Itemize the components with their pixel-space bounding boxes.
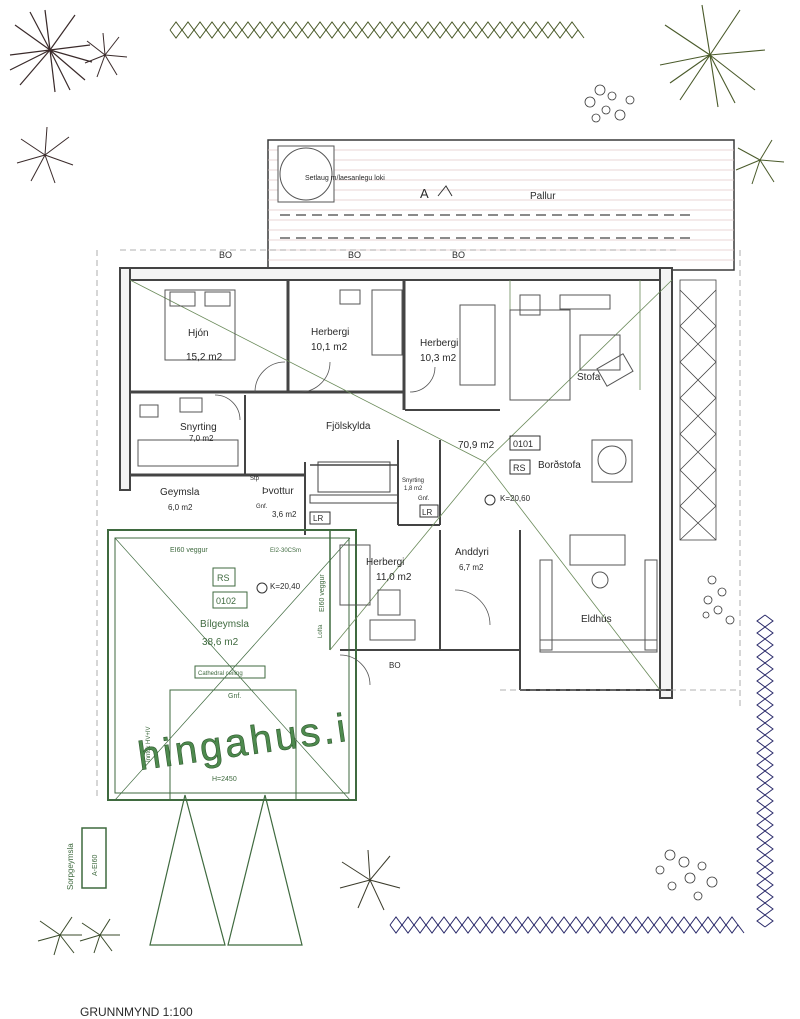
garage-code: 0102 [216, 596, 236, 606]
sorpgeymsla-box [81, 827, 107, 889]
lofta-label: Lofta [318, 624, 324, 638]
drawing-title: GRUNNMYND 1:100 [80, 1005, 193, 1019]
main-code: 0101 [513, 439, 533, 449]
deck-area [267, 139, 735, 271]
watermark-text: hingahus.i [135, 706, 351, 779]
room-thvottur-name: Þvottur [262, 486, 294, 497]
hot-tub-label: Setlaug m/laesanlegu loki [305, 175, 385, 182]
ei60-wall-label: EI60 veggur [170, 547, 208, 554]
inntok-label: Inntök HV+IV [146, 726, 152, 762]
plant-icon [659, 4, 766, 108]
room-snyrting2-name: Snyrting [402, 478, 424, 484]
bo-label-2: BO [348, 250, 361, 260]
room-herbergi1-area: 10,1 m2 [311, 342, 348, 353]
room-herbergi3-area: 11,0 m2 [376, 572, 412, 583]
height-label: H=2450 [212, 776, 237, 783]
furniture [137, 289, 658, 653]
doors [214, 361, 491, 686]
plant-icon [9, 9, 93, 93]
room-stofa-name: Stofa [577, 372, 601, 383]
sorp-code-label: A-EI60 [92, 854, 99, 876]
k-point-icon [256, 582, 268, 594]
deck-label: Pallur [530, 191, 556, 202]
room-herbergi2-name: Herbergi [420, 338, 458, 349]
main-code-box [509, 435, 541, 451]
room-herbergi3-name: Herbergi [366, 557, 404, 568]
gnf-snyrting-label: Gnf. [418, 496, 430, 502]
room-bilgeymsla-name: Bílgeymsla [200, 619, 249, 630]
k-point-icon [484, 494, 496, 506]
hedge-bottom [389, 916, 745, 934]
shrub-icon [584, 84, 735, 901]
room-fjolskylda-name: Fjölskylda [326, 421, 371, 432]
room-geymsla-name: Geymsla [160, 487, 200, 498]
lr-box [309, 511, 331, 525]
lr-label-1: LR [313, 514, 323, 523]
room-hjon-name: Hjón [188, 328, 209, 339]
main-rs-box [509, 459, 531, 475]
plant-icon [37, 916, 120, 956]
plant-icon [735, 139, 785, 185]
room-thvottur-area: 3,6 m2 [272, 510, 297, 519]
room-snyrting-area: 7,0 m2 [189, 434, 214, 443]
room-bilgeymsla-area: 38,6 m2 [202, 637, 239, 648]
room-herbergi2-area: 10,3 m2 [420, 353, 457, 364]
garage-walls [107, 529, 357, 801]
gnf-thvottur-label: Gnf. [256, 504, 268, 510]
main-area: 70,9 m2 [458, 440, 495, 451]
bo-label-4: BO [389, 661, 401, 670]
room-snyrting-name: Snyrting [180, 422, 217, 433]
hedge-right [756, 614, 774, 928]
room-eldhus-name: Eldhús [581, 614, 612, 625]
lattice [679, 279, 717, 541]
ei60-wall-vertical-label: EI60 veggur [319, 574, 326, 612]
hedge-top [169, 21, 585, 39]
plant-icon [84, 32, 128, 78]
main-rs: RS [513, 463, 526, 473]
stp-label: Stp [250, 476, 260, 482]
room-anddyri-area: 6,7 m2 [459, 563, 484, 572]
ei230-label: EI2-30CSm [270, 548, 301, 554]
sorpgeymsla-label: Sorpgeymsla [66, 843, 75, 890]
dashed-lines [96, 249, 741, 800]
k-value-1: K=20,60 [500, 494, 531, 503]
plant-icon [339, 849, 401, 911]
room-anddyri-name: Anddyri [455, 547, 489, 558]
gnf-garage-label: Gnf. [228, 693, 241, 700]
room-herbergi1-name: Herbergi [311, 327, 349, 338]
lr-label-2: LR [422, 508, 432, 517]
room-snyrting2-area: 1,8 m2 [404, 486, 423, 492]
room-hjon-area: 15,2 m2 [186, 352, 223, 363]
bo-label-1: BO [219, 250, 232, 260]
section-marker: A [420, 186, 429, 201]
driveway [149, 794, 303, 946]
roof-lines [129, 279, 673, 691]
section-arrow-icon [437, 185, 453, 197]
lr-box [419, 504, 439, 518]
room-bordstofa-name: Borðstofa [538, 459, 581, 471]
cathedral-label: Cathedral ceiling [198, 671, 243, 677]
garage-rs: RS [217, 573, 230, 583]
plant-icon [16, 126, 74, 184]
room-geymsla-area: 6,0 m2 [168, 503, 193, 512]
bo-label-3: BO [452, 250, 465, 260]
k-value-2: K=20,40 [270, 582, 301, 591]
